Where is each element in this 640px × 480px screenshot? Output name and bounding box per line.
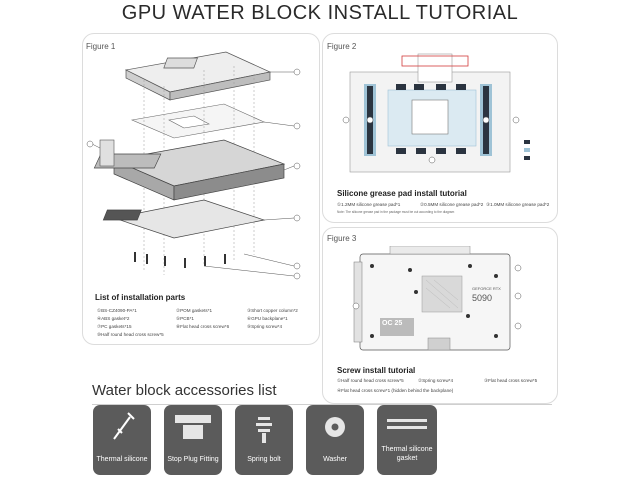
accessory-spring-bolt: Spring bolt (235, 405, 293, 475)
figure-3-label: Figure 3 (327, 234, 357, 243)
part-item: ⑤PCB*1 (176, 316, 194, 321)
thermal-pad-layout-diagram (342, 53, 530, 173)
accessory-thermal-silicone: Thermal silicone (93, 405, 151, 475)
backplate-screw-diagram (352, 246, 522, 351)
accessory-thermal-silicone-gasket: Thermal silicone gasket (377, 405, 437, 475)
part-item: ③Short copper column*2 (247, 308, 298, 313)
part-item: ①BS-CZ4090-PA*1 (97, 308, 137, 313)
accessories-divider (92, 404, 552, 405)
parts-list-title: List of installation parts (95, 293, 186, 302)
part-item: ⑧Flat head cross screw*6 (176, 324, 230, 329)
washer-icon (325, 417, 345, 437)
gasket-icon (387, 419, 427, 429)
page-title: GPU WATER BLOCK INSTALL TUTORIAL (121, 2, 519, 24)
screw-tutorial-title: Screw install tutorial (337, 366, 416, 375)
accessories-title: Water block accessories list (92, 382, 277, 399)
screw-item: ①Half round head cross screw*5 (337, 378, 404, 383)
part-item: ④ABS gasket*2 (97, 316, 130, 321)
stop-plug-icon (175, 415, 211, 439)
pad-item: ②0.5MM silicone grease pad*2 (420, 202, 484, 207)
accessory-washer: Washer (306, 405, 364, 475)
pad-note: Note: The silicone grease pad in the pac… (337, 210, 455, 214)
figure-1-label: Figure 1 (86, 42, 116, 51)
part-item: ⑨Spring screw*4 (247, 324, 283, 329)
water-block-top-plate (124, 51, 272, 101)
pad-item: ③1.0MM silicone grease pad*2 (486, 202, 550, 207)
accessory-label: Stop Plug Fitting (167, 456, 219, 463)
exploded-view-diagram (86, 51, 301, 280)
card-brand: GEFORCE RTX (472, 286, 501, 291)
part-item: ⑦PC gaskets*15 (97, 324, 132, 329)
part-item: ⑥GPU backplane*1 (247, 316, 288, 321)
copper-base-block (93, 139, 286, 201)
spring-bolt-icon (256, 417, 272, 443)
fitting-bracket (99, 139, 115, 167)
accessory-label: Washer (323, 456, 347, 463)
syringe-icon (113, 412, 135, 440)
thermal-pad-title: Silicone grease pad install tutorial (337, 189, 467, 198)
accessory-label: Thermal silicone gasket (381, 446, 433, 462)
accessory-label: Thermal silicone (96, 456, 148, 463)
part-item: ②POM gaskets*1 (176, 308, 213, 313)
screw-item: ②Spring screw*4 (418, 378, 454, 383)
screw-item: ③Flat head cross screw*5 (484, 378, 538, 383)
figure-2-label: Figure 2 (327, 42, 357, 51)
pcb-board (102, 199, 266, 239)
accessory-stop-plug-fitting: Stop Plug Fitting (164, 405, 222, 475)
card-logo: OC 25 (382, 320, 403, 327)
accessory-label: Spring bolt (247, 456, 281, 463)
screw-item: ④Flat head cross screw*1 (hidden behind … (337, 388, 454, 393)
part-item: ⑩Half round head cross screw*5 (97, 332, 164, 337)
pom-gasket (130, 103, 266, 139)
pad-item: ①1.2MM silicone grease pad*1 (337, 202, 401, 207)
card-model: 5090 (472, 293, 493, 303)
